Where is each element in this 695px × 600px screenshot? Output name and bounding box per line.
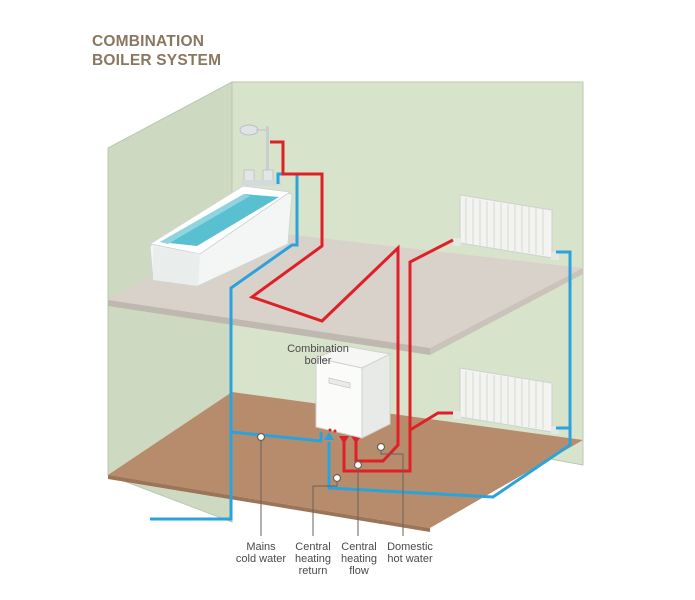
flow-arrows xyxy=(324,432,361,444)
bathtub xyxy=(148,185,293,287)
domestic-hot-water-label-line-2: hot water xyxy=(387,553,433,565)
ground-floor-edge xyxy=(108,475,430,532)
upper-floor-side-edge xyxy=(430,268,583,355)
upstairs-radiator xyxy=(453,194,559,260)
domestic-hot-water-pipe xyxy=(248,140,400,463)
heating-flow-label-line-1: Central xyxy=(341,541,376,553)
return-arrow-icon xyxy=(324,432,334,440)
hot-water-arrow-icon xyxy=(351,436,361,444)
heating-flow-label-line-2: heating xyxy=(341,553,377,565)
combination-boiler xyxy=(314,345,392,439)
heating-flow-pipe xyxy=(342,238,454,473)
boiler-label-line-1: Combination xyxy=(287,343,349,355)
diagram-title-line-1: COMBINATION xyxy=(92,33,204,50)
shower-and-taps xyxy=(239,124,281,186)
heating-flow-label-line-3: flow xyxy=(349,565,369,577)
diagram-title-line-2: BOILER SYSTEM xyxy=(92,52,221,69)
mains-cold-water-label-line-1: Mains xyxy=(246,541,276,553)
mains-cold-water-pipe xyxy=(150,172,299,521)
flow-arrow-icon xyxy=(339,436,349,444)
heating-return-label-line-3: return xyxy=(299,565,328,577)
hot-and-flow-pipes xyxy=(248,140,454,473)
heating-return-pipe xyxy=(327,250,572,499)
label-leaders xyxy=(256,432,404,536)
heating-return-label-line-2: heating xyxy=(295,553,331,565)
mains-cold-water-label-line-2: cold water xyxy=(236,553,286,565)
downstairs-radiator xyxy=(453,367,559,434)
heating-return-label-line-1: Central xyxy=(295,541,330,553)
upper-floor-front-edge xyxy=(108,300,430,355)
boiler-label-line-2: boiler xyxy=(305,355,332,367)
domestic-hot-water-label-line-1: Domestic xyxy=(387,541,433,553)
lower-radiator-flow xyxy=(409,411,453,432)
